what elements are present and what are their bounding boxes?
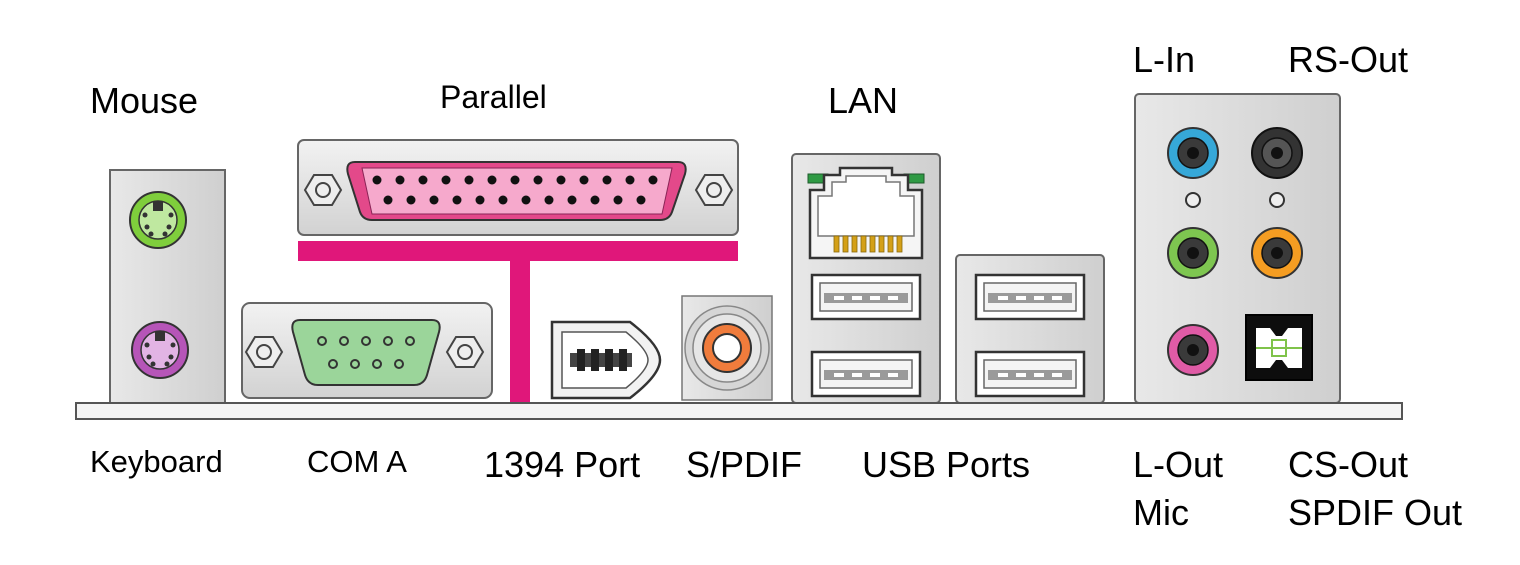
parallel-pins <box>372 175 658 205</box>
label-com-a: COM A <box>307 444 407 479</box>
audio-center-subwoofer-out-jack <box>1251 227 1303 279</box>
label-1394-port: 1394 Port <box>484 444 640 485</box>
lan-rj45-port <box>807 166 925 260</box>
parallel-port <box>297 139 739 236</box>
ps2-mouse-port <box>129 191 187 249</box>
label-spdif: S/PDIF <box>686 444 802 485</box>
usb-port-3 <box>974 273 1086 321</box>
label-cs-out: CS-Out <box>1288 444 1408 485</box>
label-l-out: L-Out <box>1133 444 1223 485</box>
optical-spdif-out-port <box>1245 314 1313 381</box>
audio-line-out-jack <box>1167 227 1219 279</box>
audio-rear-surround-out-jack <box>1251 127 1303 179</box>
lan-usb-stack <box>791 153 941 404</box>
label-keyboard: Keyboard <box>90 444 223 479</box>
label-mic: Mic <box>1133 492 1189 533</box>
label-l-in: L-In <box>1133 39 1195 80</box>
label-rs-out: RS-Out <box>1288 39 1408 80</box>
serial-pins <box>317 336 415 369</box>
io-shield-base-line <box>75 402 1403 420</box>
label-parallel: Parallel <box>440 79 547 115</box>
usb-port-4 <box>974 350 1086 398</box>
label-mouse: Mouse <box>90 80 198 121</box>
label-usb-ports: USB Ports <box>862 444 1030 485</box>
label-spdif-out: SPDIF Out <box>1288 492 1462 533</box>
audio-jack-stack <box>1134 93 1341 404</box>
usb-stack <box>955 254 1105 404</box>
audio-line-in-jack <box>1167 127 1219 179</box>
label-lan: LAN <box>828 80 898 121</box>
usb-port-2 <box>810 350 922 398</box>
audio-mic-jack <box>1167 324 1219 376</box>
ps2-keyboard-port <box>131 321 189 379</box>
parallel-connector-bar <box>298 241 738 403</box>
usb-port-1 <box>810 273 922 321</box>
ieee-1394-port <box>550 320 662 400</box>
ps2-port-stack <box>109 169 226 404</box>
com-a-serial-port <box>241 302 493 399</box>
coaxial-spdif-port <box>681 295 773 401</box>
